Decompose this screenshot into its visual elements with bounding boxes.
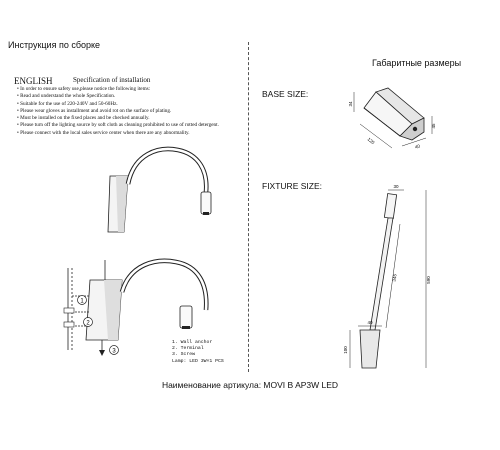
article-name: Наименование артикула: MOVI B AP3W LED: [161, 380, 339, 390]
legend-item: 2. Terminal: [172, 346, 204, 352]
installation-diagram: 1 2 3: [63, 258, 209, 356]
svg-text:2: 2: [86, 320, 90, 326]
instruction-item: • Please wear gloves as installment and …: [17, 107, 172, 114]
parts-legend: 1. Wall anchor 2. Terminal 3. Screw Lamp…: [172, 340, 224, 365]
fixture-size-label: FIXTURE SIZE:: [262, 181, 322, 191]
instruction-item: • In order to ensure safety use,please n…: [17, 86, 151, 92]
svg-text:345: 345: [392, 273, 398, 282]
lamp-illustration: [107, 146, 212, 233]
dimensions-title: Габаритные размеры: [372, 58, 462, 68]
svg-text:34: 34: [348, 101, 353, 107]
svg-text:100: 100: [343, 346, 348, 354]
svg-text:40: 40: [414, 143, 421, 150]
base-size-drawing: 34 120 40 45: [348, 87, 436, 150]
legend-item: 3. Screw: [172, 352, 196, 358]
svg-text:3: 3: [112, 348, 116, 354]
specification-heading: Specification of installation: [73, 76, 151, 84]
legend-item: 1. Wall anchor: [172, 340, 213, 345]
instruction-item: • Please connect with the local sales se…: [17, 129, 190, 136]
instruction-item: • Please turn off the lighting source by…: [17, 122, 219, 129]
svg-text:45: 45: [431, 123, 436, 129]
fixture-size-drawing: 30 345 590 40 100: [343, 184, 431, 369]
callout-3: [109, 345, 119, 355]
svg-text:40: 40: [367, 320, 373, 325]
base-size-label: BASE SIZE:: [262, 89, 309, 99]
svg-text:590: 590: [426, 276, 431, 284]
safety-instructions-list: • In order to ensure safety use,please n…: [17, 86, 242, 137]
column-divider: [248, 42, 249, 372]
assembly-instructions-title: Инструкция по сборке: [8, 40, 101, 50]
instruction-item: • Read and understand the whole Specific…: [17, 93, 116, 100]
svg-text:30: 30: [393, 184, 399, 189]
callout-1: [77, 295, 87, 305]
instruction-item: • Suitable for the use of 220-240V and 5…: [17, 100, 118, 107]
svg-text:1: 1: [80, 298, 84, 304]
callout-2: [83, 317, 93, 327]
legend-lamp: Lamp: LED 3W×1 PCS: [172, 358, 224, 364]
instruction-item: • Must be installed on the fixed places …: [17, 115, 150, 122]
svg-text:120: 120: [366, 137, 375, 146]
language-label: ENGLISH: [14, 76, 53, 86]
